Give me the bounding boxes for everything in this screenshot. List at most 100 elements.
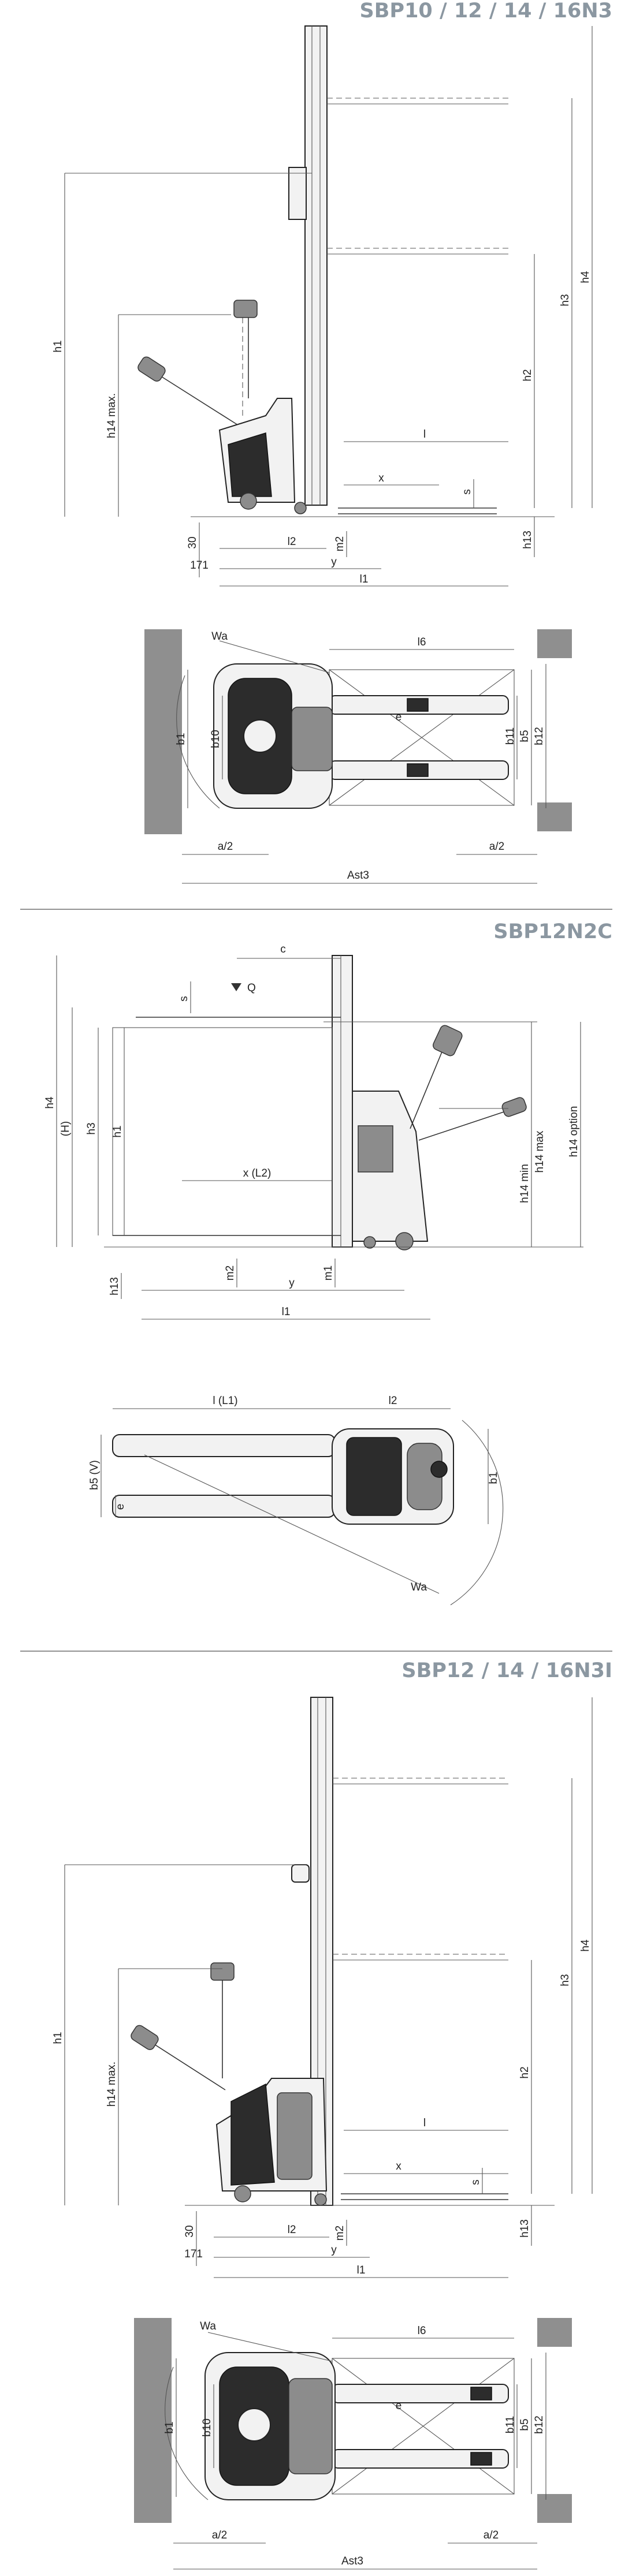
load-wheel xyxy=(294,502,307,514)
label-s: s xyxy=(461,489,473,495)
label-l: l xyxy=(423,428,426,440)
top-view: Wa l6 b1 b10 b11 b5 b12 e a/2 a/2 Ast3 xyxy=(134,2318,572,2570)
dimension-lines xyxy=(64,26,593,587)
label-b11: b11 xyxy=(504,727,516,745)
aisle-wall-right-top xyxy=(537,629,572,658)
aisle-wall-left xyxy=(134,2318,172,2523)
label-h: (H) xyxy=(60,1121,72,1136)
side-view: h1 h14 max. h2 h3 h4 h13 l x s m2 l2 y l… xyxy=(52,1697,593,2278)
label-h3: h3 xyxy=(85,1122,98,1134)
label-h13: h13 xyxy=(522,531,534,549)
label-q: Q xyxy=(247,982,256,994)
label-h2: h2 xyxy=(522,369,534,381)
turning-radius-arc xyxy=(165,2366,209,2500)
label-30: 30 xyxy=(184,2225,196,2237)
label-y: y xyxy=(289,1277,295,1289)
label-b12: b12 xyxy=(533,2416,545,2434)
side-view: c s Q h4 (H) h3 h1 h14 min h14 max h14 o… xyxy=(44,943,583,1320)
label-l2: l2 xyxy=(288,536,296,548)
label-l1: l1 xyxy=(360,573,369,585)
tiller-head xyxy=(137,356,166,382)
top-view: Wa l6 b1 b10 b11 b5 b12 e a/2 a/2 Ast3 xyxy=(144,629,572,884)
label-wa: Wa xyxy=(211,630,228,643)
section-sbp12n2c: SBP12N2C xyxy=(44,920,612,1606)
label-c: c xyxy=(280,943,286,955)
aisle-wall-right-top xyxy=(537,2318,572,2347)
label-x: x xyxy=(378,472,384,484)
label-h13: h13 xyxy=(109,1277,121,1296)
battery-cover xyxy=(230,2083,275,2186)
label-l2: l2 xyxy=(288,2224,296,2236)
label-h14-max: h14 max xyxy=(534,1130,546,1173)
label-wa: Wa xyxy=(200,2320,216,2332)
label-ast3: Ast3 xyxy=(347,869,369,882)
label-h14-min: h14 min xyxy=(519,1164,531,1203)
label-y: y xyxy=(331,556,337,568)
label-y: y xyxy=(331,2244,337,2256)
label-l: l xyxy=(423,2117,426,2129)
tiller-lowered xyxy=(418,1108,515,1141)
side-view: h1 h14 max. h2 h3 h4 h13 l x s m2 l2 y l… xyxy=(52,25,593,587)
load-wheel xyxy=(314,2193,327,2206)
label-b5v: b5 (V) xyxy=(88,1460,101,1490)
label-e: e xyxy=(114,1504,127,1510)
drive-wheel xyxy=(395,1232,414,1250)
label-h4: h4 xyxy=(44,1096,56,1109)
label-m2: m2 xyxy=(334,536,346,551)
label-l2: l2 xyxy=(389,1395,397,1407)
section-title: SBP12 / 14 / 16N3I xyxy=(401,1659,612,1682)
load-wheel xyxy=(363,1236,376,1249)
tiller-top-grip xyxy=(233,300,258,318)
tiller-upright xyxy=(410,1044,445,1129)
mast xyxy=(332,955,353,1248)
label-b12: b12 xyxy=(533,727,545,745)
label-l6: l6 xyxy=(418,636,426,648)
tiller-head xyxy=(131,2025,159,2050)
label-a2-right: a/2 xyxy=(484,2529,499,2541)
label-ast3: Ast3 xyxy=(341,2555,363,2567)
label-h1: h1 xyxy=(52,340,64,352)
aisle-wall-left xyxy=(144,629,182,834)
label-b11: b11 xyxy=(504,2416,516,2433)
label-a2-left: a/2 xyxy=(218,841,233,853)
label-h3: h3 xyxy=(559,294,571,306)
label-s: s xyxy=(470,2179,482,2185)
label-m1: m1 xyxy=(322,1265,334,1280)
battery-cover xyxy=(228,432,272,497)
load-arrow-icon xyxy=(231,983,241,991)
fork-right xyxy=(112,1495,336,1518)
label-x-l2: x (L2) xyxy=(243,1167,272,1179)
section-title: SBP12N2C xyxy=(493,920,612,943)
label-171: 171 xyxy=(190,559,209,572)
label-b10: b10 xyxy=(210,730,222,748)
label-h14: h14 max. xyxy=(106,393,118,438)
label-e: e xyxy=(396,2400,402,2412)
drive-wheel xyxy=(240,492,257,510)
label-a2-right: a/2 xyxy=(489,841,504,853)
aisle-wall-right-bottom xyxy=(537,2494,572,2523)
label-a2-left: a/2 xyxy=(212,2529,227,2541)
section-sbp10-n3: SBP10 / 12 / 14 / 16N3 xyxy=(52,0,612,884)
label-b5: b5 xyxy=(519,2418,531,2431)
label-h1: h1 xyxy=(111,1125,124,1137)
label-b5: b5 xyxy=(519,730,531,742)
label-b1: b1 xyxy=(175,733,187,745)
tiller-head-icon xyxy=(430,1461,448,1478)
label-s: s xyxy=(178,996,190,1002)
label-e: e xyxy=(396,711,402,723)
label-x: x xyxy=(396,2160,401,2172)
drive-wheel xyxy=(234,2185,251,2202)
section-title: SBP10 / 12 / 14 / 16N3 xyxy=(360,0,612,23)
turning-radius-arc xyxy=(450,1420,504,1606)
label-h1: h1 xyxy=(52,2032,64,2044)
label-wa: Wa xyxy=(411,1581,427,1593)
top-view: l (L1) l2 b5 (V) e b1 Wa xyxy=(88,1395,504,1606)
label-m2: m2 xyxy=(334,2226,346,2241)
tiller-arm xyxy=(150,369,237,425)
label-h13: h13 xyxy=(519,2219,531,2238)
label-h14: h14 max. xyxy=(106,2062,118,2107)
section-sbp12-n3i: SBP12 / 14 / 16N3I xyxy=(52,1659,612,2570)
label-l6: l6 xyxy=(418,2325,426,2337)
turning-radius-arc xyxy=(176,675,220,809)
label-b1: b1 xyxy=(163,2421,176,2433)
